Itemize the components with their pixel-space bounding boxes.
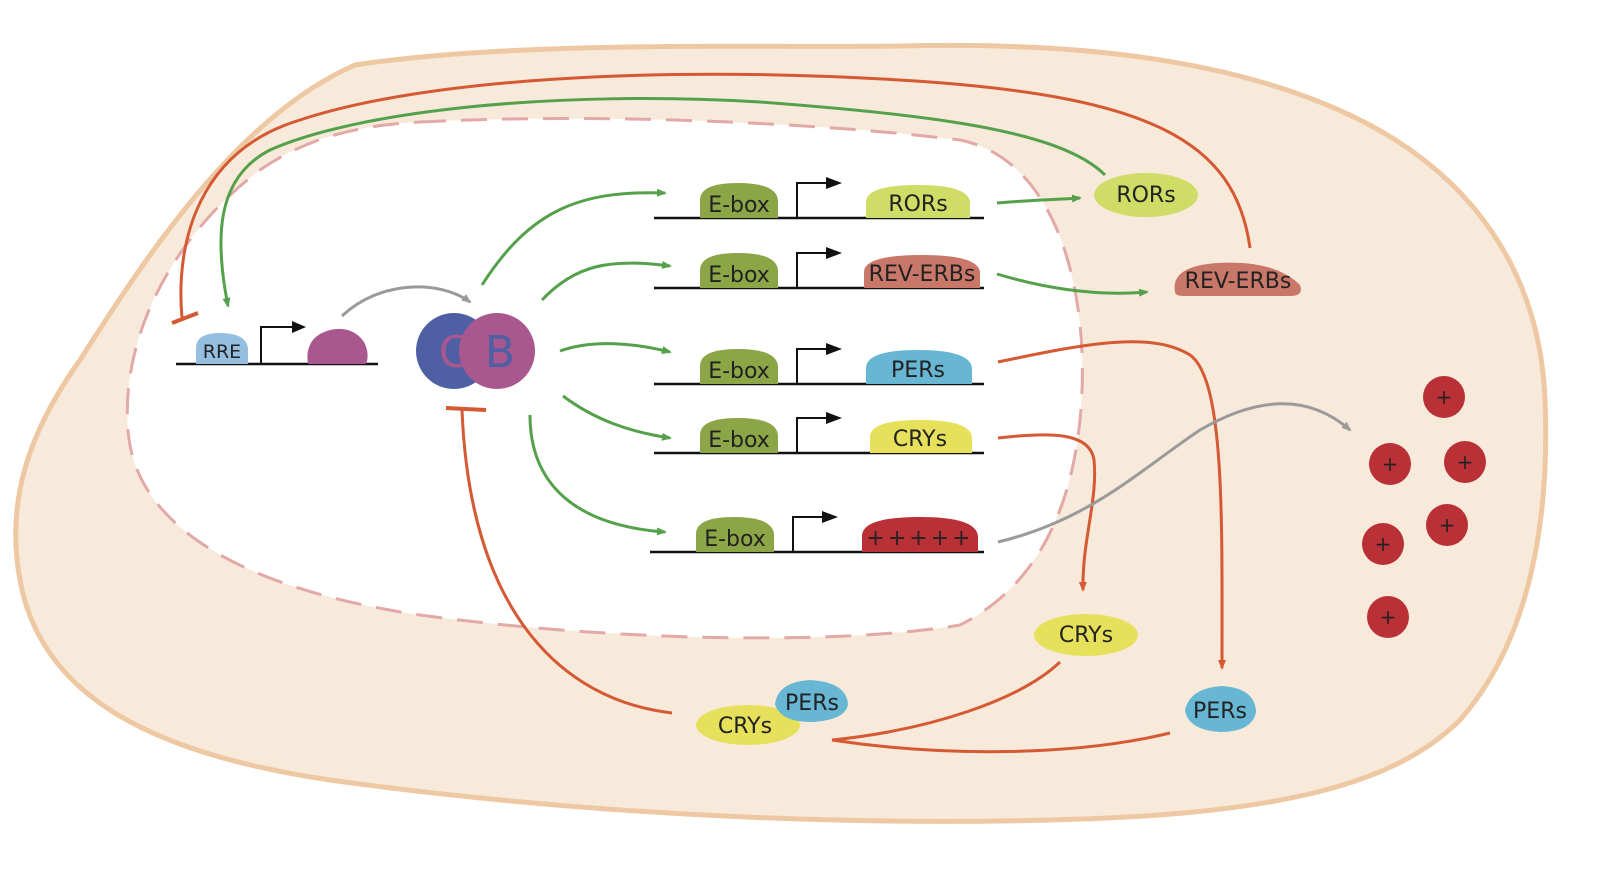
activation-arrow-positive	[528, 414, 667, 536]
complex-crys-label: CRYs	[718, 714, 772, 739]
promoter-arrowhead	[826, 177, 842, 189]
rev-erbs-gene-product	[864, 255, 980, 288]
promoter-arrow	[796, 417, 826, 453]
gene-rev-erbs: E-box REV-ERBs	[654, 247, 984, 290]
rre-promoter-arrowhead	[292, 321, 306, 333]
rre-promoter-arrow	[260, 326, 292, 364]
ebox-element	[700, 253, 778, 288]
promoter-arrow	[796, 348, 826, 384]
rre-element	[196, 333, 248, 364]
rev-erbs-export-arrow	[996, 272, 1149, 297]
rev-erbs-protein-label: REV-ERBs	[1185, 269, 1292, 294]
positive-charge: +	[1423, 376, 1465, 418]
crys-protein	[1034, 614, 1138, 656]
cyto-pers: PERs	[1185, 686, 1256, 732]
rev-erbs-protein	[1174, 262, 1301, 296]
pers-protein-label: PERs	[1193, 699, 1247, 724]
rev-erbs-repression-line	[179, 72, 1252, 319]
promoter-arrowhead	[822, 511, 838, 523]
nucleus	[125, 116, 1084, 640]
pers-gene-label: PERs	[891, 358, 945, 383]
svg-text:+: +	[1457, 450, 1474, 474]
cyto-rors: RORs	[1094, 173, 1198, 217]
crys-gene-product	[870, 420, 972, 453]
positive-charge: +	[1444, 441, 1486, 483]
promoter-arrow	[796, 182, 826, 218]
ebox-element	[700, 418, 778, 453]
activation-arrow-pers	[559, 342, 672, 354]
cyto-rev-erbs: REV-ERBs	[1174, 262, 1301, 296]
clock-letter: C	[439, 327, 470, 378]
promoter-arrow	[796, 252, 826, 288]
rors-gene-label: RORs	[888, 192, 947, 217]
gene-positive: E-box +++++	[650, 511, 984, 554]
pers-to-complex-line	[831, 731, 1171, 754]
promoter-arrowhead	[826, 412, 842, 424]
svg-text:+: +	[1436, 385, 1453, 409]
crys-export-arrow	[997, 433, 1097, 592]
ebox-element	[700, 349, 778, 384]
gene-rors: E-box RORs	[654, 177, 984, 220]
positive-charge: +	[1362, 523, 1404, 565]
complex-pers-protein	[775, 680, 848, 722]
svg-text:+: +	[1382, 452, 1399, 476]
gene-crys: E-box CRYs	[654, 412, 984, 455]
ebox-label: E-box	[708, 428, 770, 453]
ebox-label: E-box	[708, 193, 770, 218]
bmal-translation-arrow	[340, 285, 472, 318]
bmal-letter: B	[485, 327, 515, 378]
rre-label: RRE	[203, 341, 241, 363]
rors-activation-line	[219, 97, 1107, 308]
rre-repression-bar	[171, 311, 199, 325]
positive-gene-product	[862, 517, 978, 552]
complex-repression-line	[460, 409, 673, 715]
activation-arrow-crys	[562, 394, 672, 441]
positive-export-arrow	[997, 402, 1352, 544]
ebox-element	[700, 183, 778, 218]
activation-arrow-rev-erbs	[540, 260, 672, 302]
activation-arrow-rors	[480, 188, 667, 286]
gene-pers: E-box PERs	[654, 343, 984, 386]
positive-charge: +	[1367, 596, 1409, 638]
clock-bmal-repression-bar	[445, 406, 487, 412]
cry-per-complex: CRYs PERs	[696, 680, 848, 745]
complex-pers-label: PERs	[785, 691, 839, 716]
rors-gene-product	[866, 185, 970, 218]
promoter-arrow	[792, 516, 822, 552]
positive-gene-label: +++++	[866, 526, 973, 551]
svg-text:+: +	[1380, 605, 1397, 629]
svg-text:+: +	[1375, 532, 1392, 556]
complex-crys-protein	[696, 705, 800, 745]
crys-protein-label: CRYs	[1059, 623, 1113, 648]
promoter-arrowhead	[826, 247, 842, 259]
clock-bmal-complex: C B	[416, 313, 535, 389]
ebox-label: E-box	[704, 527, 766, 552]
rors-protein	[1094, 173, 1198, 217]
bmal-gene-product	[307, 328, 368, 364]
rre-gene: RRE	[176, 321, 378, 366]
pers-export-arrow	[997, 340, 1227, 670]
positive-charges: + + + + + +	[1362, 376, 1486, 638]
pers-gene-product	[866, 350, 972, 384]
crys-to-complex-line	[831, 660, 1062, 742]
rev-erbs-gene-label: REV-ERBs	[869, 262, 976, 287]
positive-charge: +	[1369, 443, 1411, 485]
rors-protein-label: RORs	[1116, 183, 1175, 208]
ebox-element	[696, 517, 774, 552]
bmal-protein	[459, 313, 535, 389]
promoter-arrowhead	[826, 343, 842, 355]
crys-gene-label: CRYs	[893, 427, 947, 452]
positive-charge: +	[1426, 504, 1468, 546]
ebox-label: E-box	[708, 263, 770, 288]
rors-export-arrow	[996, 194, 1082, 205]
ebox-label: E-box	[708, 359, 770, 384]
cyto-crys: CRYs	[1034, 614, 1138, 656]
svg-text:+: +	[1439, 513, 1456, 537]
pers-protein	[1185, 686, 1256, 732]
